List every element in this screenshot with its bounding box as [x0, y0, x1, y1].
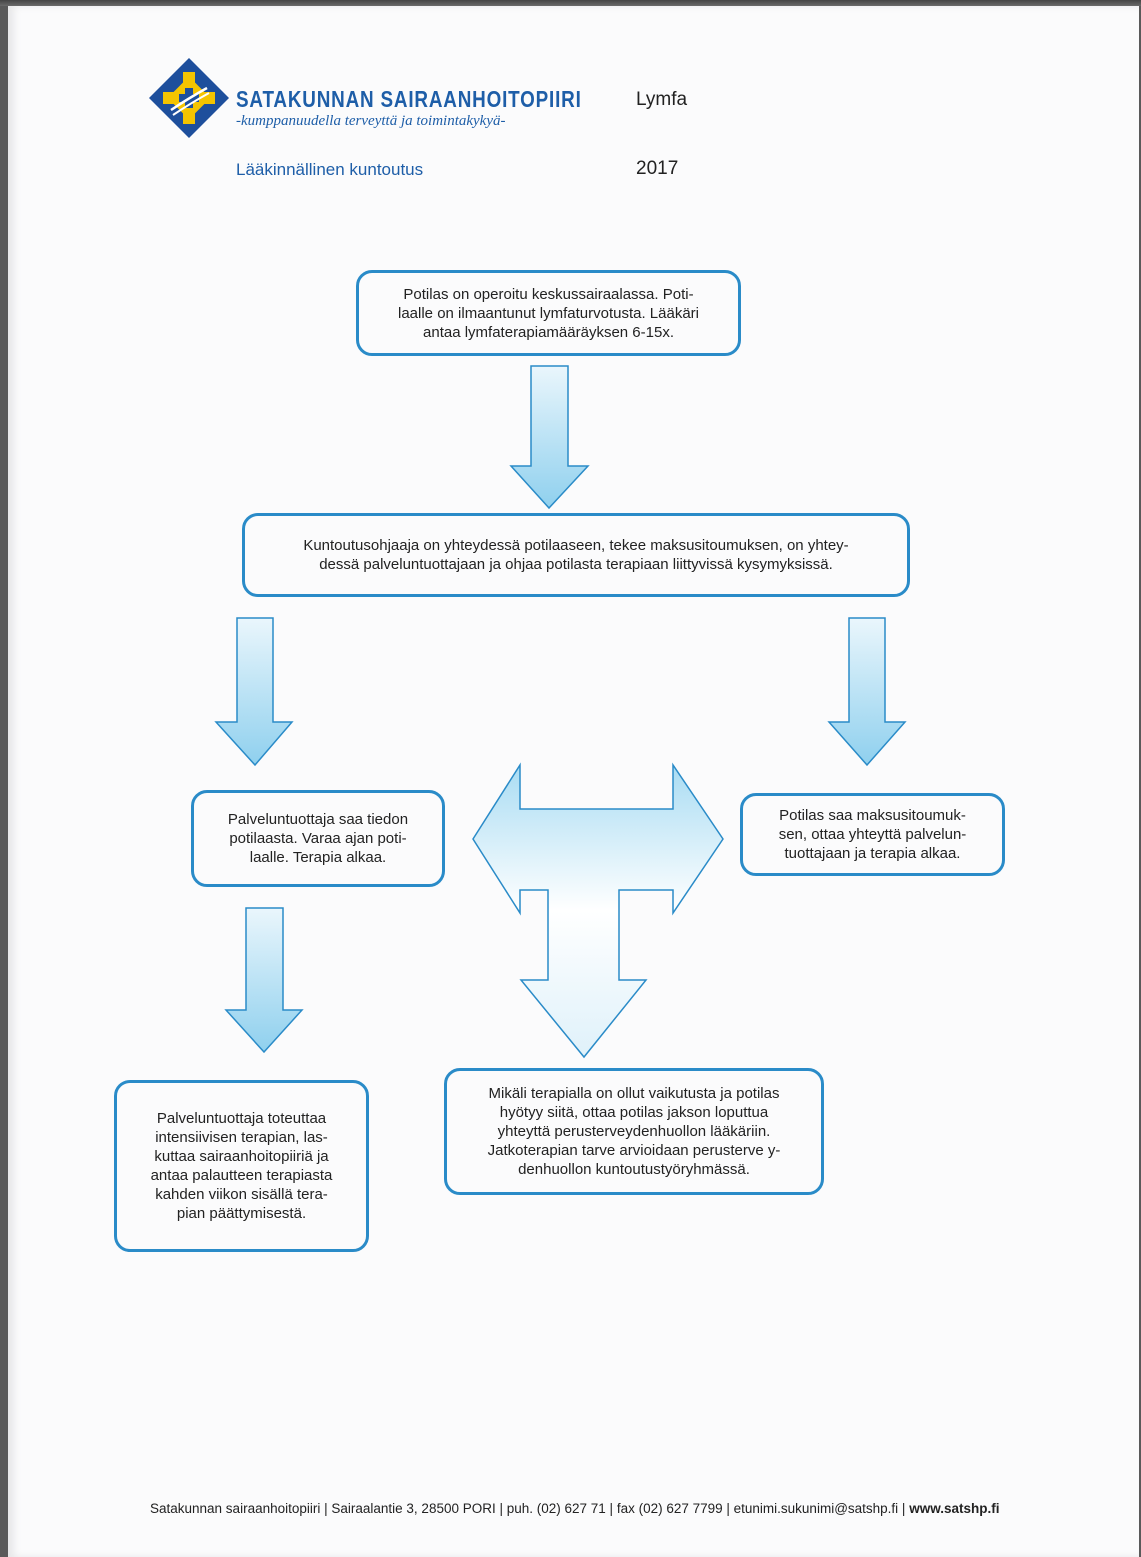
flow-step-text: Palveluntuottaja toteuttaa intensiivisen…: [150, 1110, 333, 1222]
down-arrow-icon: [827, 617, 907, 767]
document-page: [8, 6, 1139, 1557]
flow-step-follow-up: Mikäli terapialla on ollut vaikutusta ja…: [444, 1068, 824, 1195]
down-arrow-icon: [214, 617, 294, 767]
t-junction-arrow-icon: [472, 762, 724, 1059]
flow-step-text: Potilas saa maksusitoumuk- sen, ottaa yh…: [778, 807, 967, 862]
document-year: 2017: [636, 158, 679, 179]
flow-step-rehab-coordinator: Kuntoutusohjaaja on yhteydessä potilaase…: [242, 513, 910, 597]
organization-name: SATAKUNNAN SAIRAANHOITOPIIRI: [236, 86, 582, 112]
footer-website-link[interactable]: www.satshp.fi: [909, 1501, 1000, 1516]
organization-slogan: -kumppanuudella terveyttä ja toimintakyk…: [236, 113, 506, 129]
down-arrow-icon: [509, 365, 590, 510]
flow-step-provider-notified: Palveluntuottaja saa tiedon potilaasta. …: [191, 790, 445, 887]
flow-step-patient-commitment: Potilas saa maksusitoumuk- sen, ottaa yh…: [740, 793, 1005, 876]
flow-step-surgery: Potilas on operoitu keskussairaalassa. P…: [356, 270, 741, 356]
hospital-district-logo-icon: [149, 58, 229, 138]
flow-step-text: Potilas on operoitu keskussairaalassa. P…: [398, 285, 699, 341]
flow-step-intensive-therapy: Palveluntuottaja toteuttaa intensiivisen…: [114, 1080, 369, 1252]
document-title: Lymfa: [636, 89, 688, 110]
flow-step-text: Kuntoutusohjaaja on yhteydessä potilaase…: [303, 537, 849, 573]
down-arrow-icon: [224, 907, 304, 1054]
department-name: Lääkinnällinen kuntoutus: [236, 160, 424, 179]
footer-contact-text: Satakunnan sairaanhoitopiiri | Sairaalan…: [150, 1501, 910, 1516]
flow-step-text: Palveluntuottaja saa tiedon potilaasta. …: [227, 811, 409, 866]
flow-step-text: Mikäli terapialla on ollut vaikutusta ja…: [487, 1085, 781, 1178]
footer-contact: Satakunnan sairaanhoitopiiri | Sairaalan…: [150, 1501, 999, 1516]
scan-edge: [0, 0, 1141, 6]
